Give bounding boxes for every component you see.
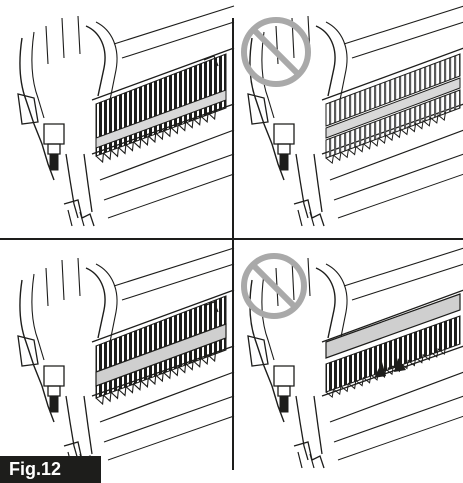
panel-bottom-right	[241, 247, 463, 469]
double-arrow-icon	[374, 358, 406, 378]
figure-label: Fig.12	[0, 456, 101, 483]
panel-top-left	[17, 5, 235, 227]
panel-bottom-left	[17, 247, 235, 469]
panel-top-right	[241, 5, 463, 227]
no-symbol-icon	[241, 253, 307, 319]
no-symbol-icon	[241, 17, 311, 87]
